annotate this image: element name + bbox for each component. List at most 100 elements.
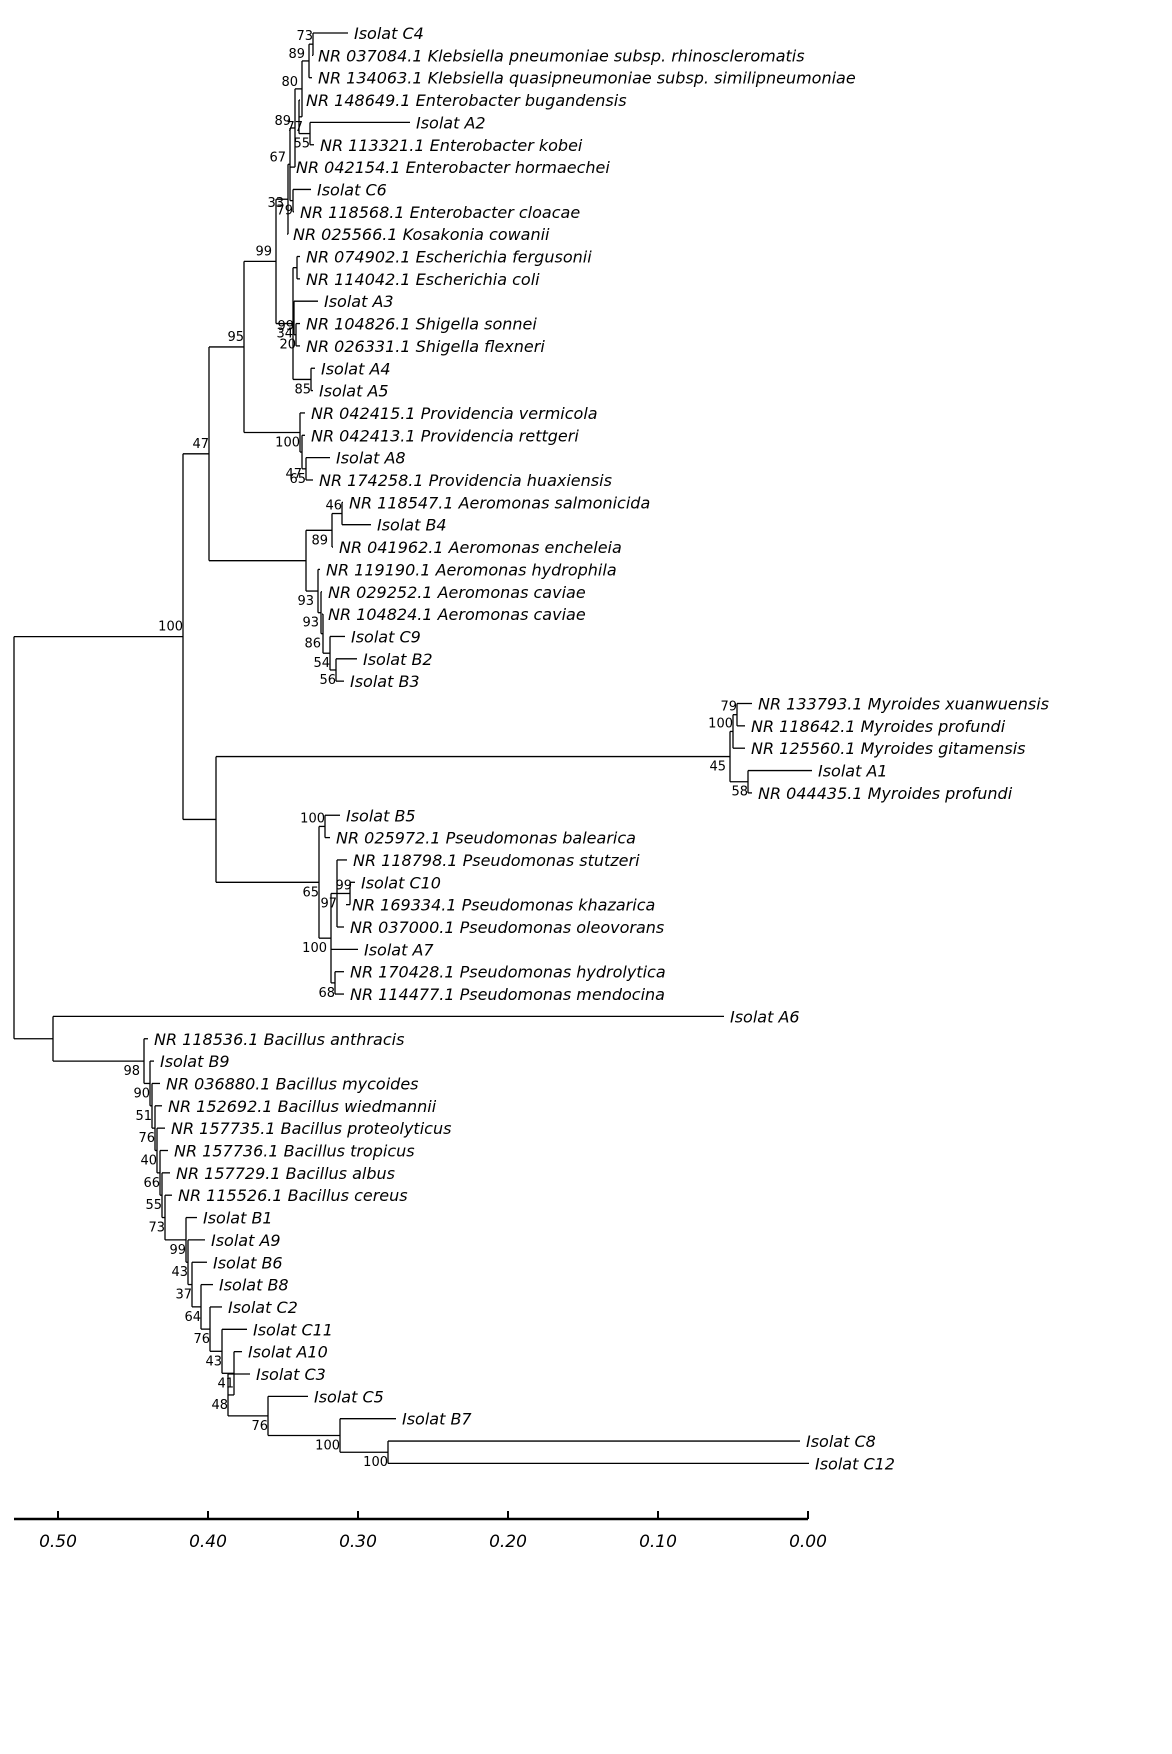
bootstrap-value: 76 bbox=[251, 1419, 268, 1434]
bootstrap-value: 100 bbox=[302, 941, 327, 956]
bootstrap-value: 89 bbox=[274, 114, 291, 129]
bootstrap-value: 100 bbox=[158, 620, 183, 635]
bootstrap-value: 64 bbox=[184, 1310, 201, 1325]
taxon-label: Isolat C9 bbox=[351, 627, 421, 646]
taxon-label: NR 104824.1 Aeromonas caviae bbox=[328, 605, 586, 624]
taxon-label: NR 119190.1 Aeromonas hydrophila bbox=[326, 560, 617, 579]
taxon-label: NR 157729.1 Bacillus albus bbox=[176, 1164, 395, 1183]
bootstrap-value: 79 bbox=[276, 204, 293, 219]
taxon-label: NR 114477.1 Pseudomonas mendocina bbox=[350, 985, 665, 1004]
bootstrap-value: 95 bbox=[227, 330, 244, 345]
taxon-label: Isolat B9 bbox=[160, 1052, 230, 1071]
taxon-label: NR 125560.1 Myroides gitamensis bbox=[751, 739, 1025, 758]
taxon-label: NR 174258.1 Providencia huaxiensis bbox=[319, 471, 612, 490]
taxon-label: NR 157735.1 Bacillus proteolyticus bbox=[171, 1119, 451, 1138]
axis-tick-label: 0.50 bbox=[39, 1532, 77, 1552]
taxon-label: Isolat C6 bbox=[317, 180, 387, 199]
bootstrap-value: 100 bbox=[275, 436, 300, 451]
taxon-label: Isolat C3 bbox=[256, 1365, 326, 1384]
taxon-label: NR 118547.1 Aeromonas salmonicida bbox=[349, 493, 650, 512]
bootstrap-value: 99 bbox=[255, 244, 272, 259]
taxon-label: NR 118798.1 Pseudomonas stutzeri bbox=[353, 851, 640, 870]
taxon-label: Isolat C10 bbox=[361, 873, 441, 892]
taxon-label: Isolat A8 bbox=[336, 449, 406, 468]
bootstrap-value: 54 bbox=[313, 656, 330, 671]
bootstrap-value: 99 bbox=[169, 1243, 186, 1258]
taxon-label: Isolat A3 bbox=[324, 292, 394, 311]
taxon-label: NR 037000.1 Pseudomonas oleovorans bbox=[350, 918, 664, 937]
taxon-labels: Isolat C4 NR 037084.1 Klebsiella pneumoni… bbox=[154, 24, 1049, 1473]
taxon-label: NR 025566.1 Kosakonia cowanii bbox=[293, 225, 550, 244]
taxon-label: Isolat B4 bbox=[377, 516, 447, 535]
taxon-label: NR 025972.1 Pseudomonas balearica bbox=[336, 829, 636, 848]
bootstrap-value: 76 bbox=[193, 1332, 210, 1347]
taxon-label: NR 170428.1 Pseudomonas hydrolytica bbox=[350, 963, 666, 982]
bootstrap-value: 85 bbox=[294, 382, 311, 397]
bootstrap-value: 34 bbox=[276, 327, 293, 342]
bootstrap-value: 99 bbox=[335, 878, 352, 893]
axis-tick-label: 0.10 bbox=[639, 1532, 677, 1552]
taxon-label: Isolat C11 bbox=[253, 1320, 333, 1339]
taxon-label: Isolat A4 bbox=[321, 359, 391, 378]
bootstrap-value: 40 bbox=[140, 1153, 157, 1168]
bootstrap-value: 73 bbox=[148, 1221, 165, 1236]
taxon-label: NR 037084.1 Klebsiella pneumoniae subsp.… bbox=[318, 46, 805, 65]
bootstrap-value: 66 bbox=[143, 1176, 160, 1191]
bootstrap-value: 99 bbox=[277, 319, 294, 334]
taxon-label: NR 074902.1 Escherichia fergusonii bbox=[306, 248, 592, 267]
bootstrap-value: 68 bbox=[318, 986, 335, 1001]
taxon-label: Isolat A1 bbox=[818, 762, 888, 781]
bootstrap-value: 37 bbox=[175, 1288, 192, 1303]
bootstrap-value: 89 bbox=[311, 533, 328, 548]
taxon-label: NR 118568.1 Enterobacter cloacae bbox=[300, 203, 580, 222]
taxon-label: NR 115526.1 Bacillus cereus bbox=[178, 1186, 408, 1205]
bootstrap-value: 67 bbox=[269, 150, 286, 165]
taxon-label: Isolat B7 bbox=[402, 1410, 472, 1429]
taxon-label: Isolat C8 bbox=[806, 1432, 876, 1451]
tree-branches bbox=[13, 32, 812, 1465]
taxon-label: NR 044435.1 Myroides profundi bbox=[758, 784, 1013, 803]
taxon-label: NR 029252.1 Aeromonas caviae bbox=[328, 583, 586, 602]
taxon-label: NR 026331.1 Shigella flexneri bbox=[306, 337, 545, 356]
taxon-label: Isolat B2 bbox=[363, 650, 433, 669]
bootstrap-value: 77 bbox=[286, 120, 303, 135]
taxon-label: NR 133793.1 Myroides xuanwuensis bbox=[758, 695, 1049, 714]
bootstrap-value: 43 bbox=[171, 1265, 188, 1280]
taxon-label: Isolat A10 bbox=[248, 1343, 328, 1362]
taxon-label: NR 042154.1 Enterobacter hormaechei bbox=[296, 158, 610, 177]
taxon-label: NR 118642.1 Myroides profundi bbox=[751, 717, 1006, 736]
taxon-label: NR 104826.1 Shigella sonnei bbox=[306, 315, 537, 334]
bootstrap-value: 65 bbox=[302, 885, 319, 900]
taxon-label: Isolat C5 bbox=[314, 1387, 384, 1406]
taxon-label: Isolat B3 bbox=[350, 672, 420, 691]
taxon-label: NR 148649.1 Enterobacter bugandensis bbox=[306, 91, 627, 110]
taxon-label: Isolat B6 bbox=[213, 1253, 283, 1272]
taxon-label: Isolat C2 bbox=[228, 1298, 298, 1317]
taxon-label: Isolat A7 bbox=[364, 940, 434, 959]
bootstrap-value: 90 bbox=[133, 1086, 150, 1101]
bootstrap-value: 65 bbox=[289, 472, 306, 487]
axis-tick-label: 0.00 bbox=[789, 1532, 827, 1552]
bootstrap-value: 76 bbox=[138, 1131, 155, 1146]
taxon-label: NR 134063.1 Klebsiella quasipneumoniae s… bbox=[318, 69, 856, 88]
taxon-label: NR 152692.1 Bacillus wiedmannii bbox=[168, 1097, 437, 1116]
taxon-label: NR 114042.1 Escherichia coli bbox=[306, 270, 540, 289]
taxon-label: Isolat B1 bbox=[203, 1209, 273, 1228]
taxon-label: NR 036880.1 Bacillus mycoides bbox=[166, 1074, 419, 1093]
taxon-label: Isolat C4 bbox=[354, 24, 424, 43]
bootstrap-value: 100 bbox=[363, 1455, 388, 1470]
bootstrap-value: 55 bbox=[145, 1198, 162, 1213]
bootstrap-value: 89 bbox=[288, 47, 305, 62]
taxon-label: Isolat A9 bbox=[211, 1231, 281, 1250]
taxon-label: Isolat C12 bbox=[815, 1454, 895, 1473]
taxon-label: NR 041962.1 Aeromonas encheleia bbox=[339, 538, 622, 557]
bootstrap-value: 41 bbox=[217, 1376, 234, 1391]
bootstrap-value: 20 bbox=[279, 338, 296, 353]
bootstrap-value: 56 bbox=[319, 673, 336, 688]
bootstrap-value: 48 bbox=[211, 1398, 228, 1413]
taxon-label: NR 169334.1 Pseudomonas khazarica bbox=[352, 896, 655, 915]
taxon-label: Isolat B8 bbox=[219, 1276, 289, 1295]
bootstrap-value: 45 bbox=[709, 760, 726, 775]
